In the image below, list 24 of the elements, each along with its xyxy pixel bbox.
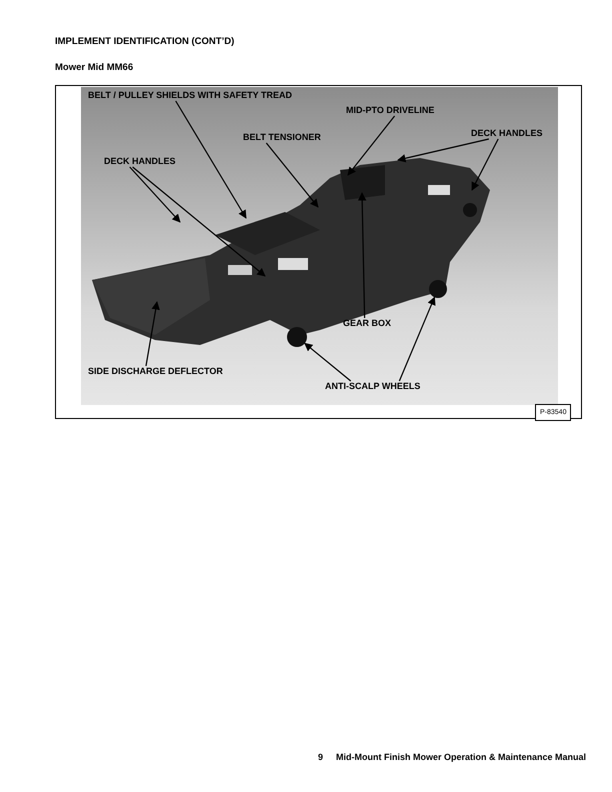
footer-title: Mid-Mount Finish Mower Operation & Maintenance Manual [336, 752, 586, 763]
callout-label: DECK HANDLES [104, 156, 176, 167]
leader-arrow [397, 138, 490, 162]
page-number: 9 [318, 752, 324, 763]
section-heading: IMPLEMENT IDENTIFICATION (CONT’D) [55, 36, 234, 47]
callout-label: GEAR BOX [343, 318, 392, 329]
leader-arrow [175, 100, 247, 219]
callout-label: BELT / PULLEY SHIELDS WITH SAFETY TREAD [88, 90, 292, 101]
callout-label: SIDE DISCHARGE DEFLECTOR [88, 366, 223, 377]
leader-arrow [347, 116, 396, 176]
callout-label: BELT TENSIONER [243, 132, 321, 143]
wheel [287, 327, 307, 347]
leader-arrow [471, 138, 499, 191]
leader-arrow [145, 301, 160, 366]
leader-arrow [304, 342, 352, 382]
leader-arrow [266, 142, 319, 208]
leader-arrow [132, 166, 266, 277]
leader-arrow [129, 166, 181, 223]
subheading: Mower Mid MM66 [55, 62, 134, 73]
wheel [429, 280, 447, 298]
callout-label: DECK HANDLES [471, 128, 543, 139]
callout-label: MID-PTO DRIVELINE [346, 105, 434, 116]
leader-arrow [398, 296, 436, 382]
callout-label: ANTI-SCALP WHEELS [325, 381, 420, 392]
